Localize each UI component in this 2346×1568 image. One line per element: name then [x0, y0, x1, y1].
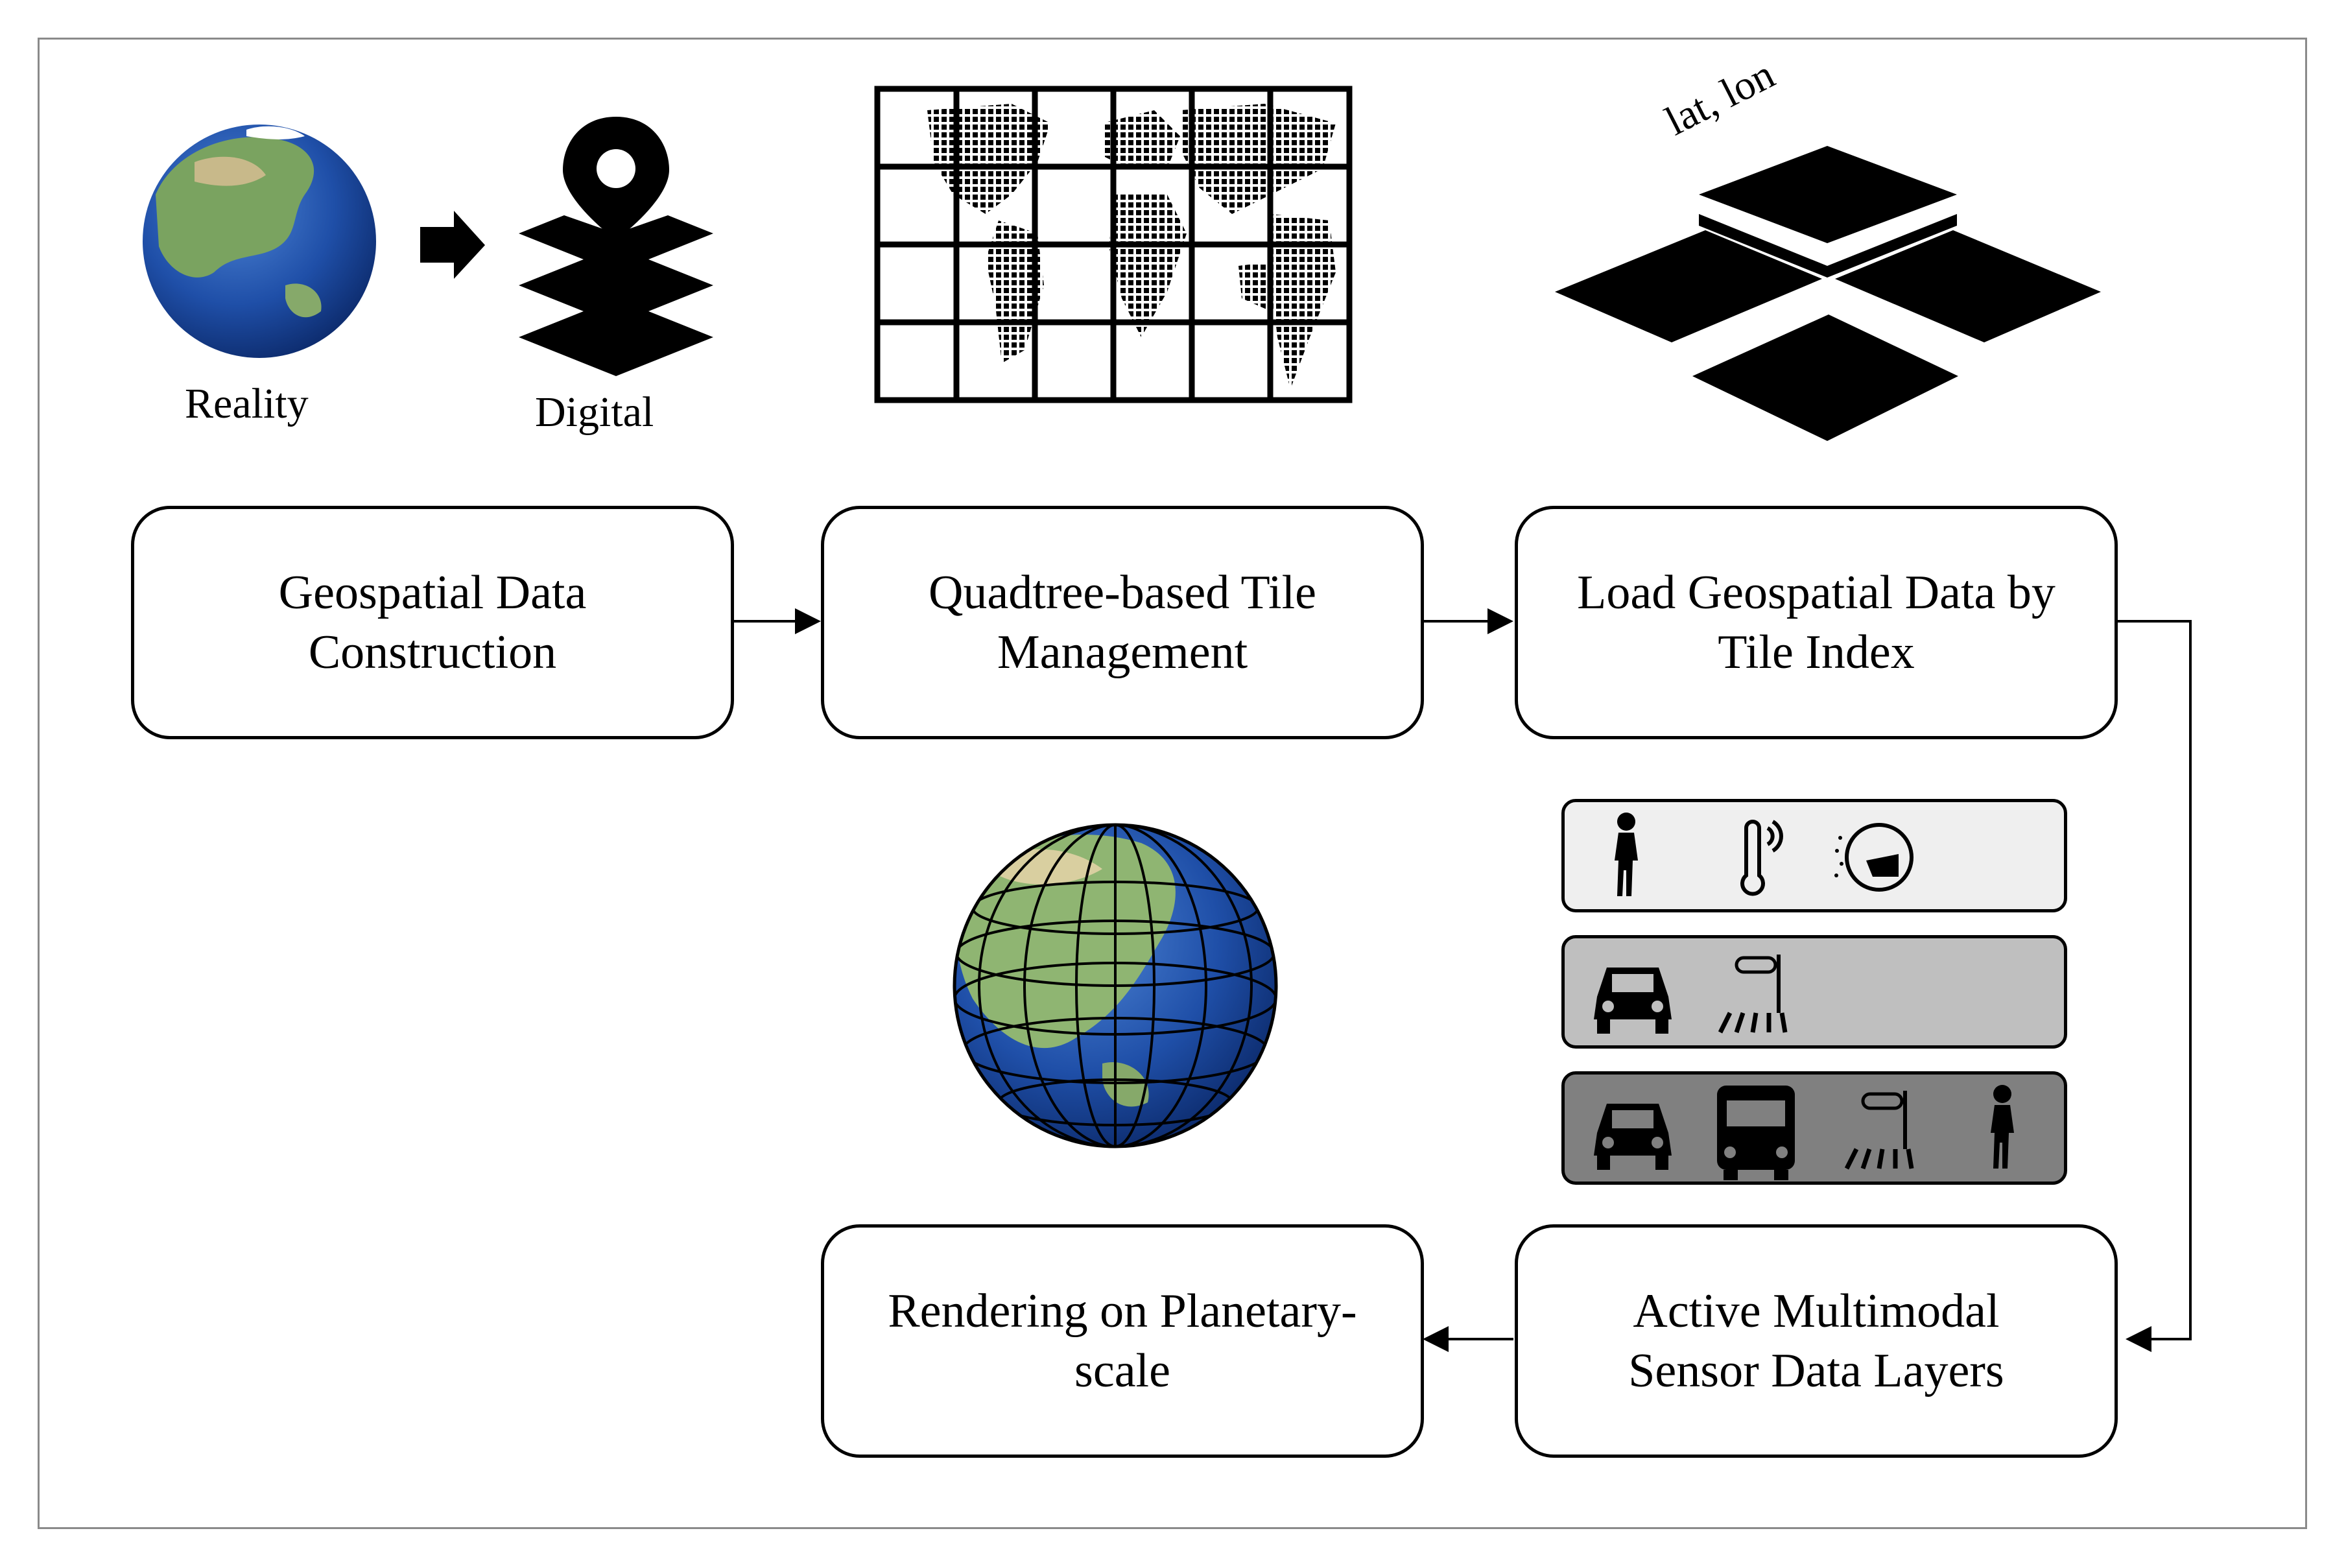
- digital-label: Digital: [535, 388, 654, 436]
- sensor-panel-pedestrian-environment: [1561, 799, 2067, 912]
- pedestrian-icon: [1615, 813, 1638, 896]
- car-icon: [1594, 968, 1672, 1034]
- digital-layers-pin-icon: [519, 117, 713, 376]
- connector-3-4: [2115, 620, 2192, 1352]
- figure-frame: [38, 38, 2307, 1529]
- earth-globe-icon: [143, 125, 376, 358]
- traffic-light-crosswalk-icon: [1844, 1091, 1914, 1170]
- sensor-panel-vehicle-traffic: [1561, 935, 2067, 1049]
- pedestrian-icon: [1991, 1085, 2014, 1169]
- node-line: Management: [997, 626, 1248, 679]
- thermometer-icon: [1740, 820, 1783, 896]
- world-tile-grid-icon: [874, 86, 1353, 403]
- load-by-tile-index-box: Load Geospatial Data by Tile Index: [1515, 506, 2118, 739]
- node-line: Active Multimodal: [1633, 1285, 2000, 1338]
- node-line: Rendering on Planetary-: [888, 1285, 1357, 1338]
- mask-person-icon: [1834, 823, 1914, 892]
- quadtree-tiles-icon: [1555, 146, 2101, 441]
- transform-arrow-icon: [420, 211, 485, 279]
- bus-icon: [1717, 1086, 1795, 1180]
- planetary-grid-globe-icon: [953, 823, 1278, 1148]
- car-icon: [1594, 1104, 1672, 1170]
- sensor-data-layers-box: Active Multimodal Sensor Data Layers: [1515, 1224, 2118, 1458]
- node-line: Construction: [308, 626, 557, 679]
- rendering-planetary-scale-box: Rendering on Planetary- scale: [821, 1224, 1424, 1458]
- geospatial-data-construction-box: Geospatial Data Construction: [131, 506, 734, 739]
- node-line: Tile Index: [1718, 626, 1915, 679]
- node-line: Quadtree-based Tile: [928, 566, 1317, 619]
- quadtree-tile-management-box: Quadtree-based Tile Management: [821, 506, 1424, 739]
- sensor-panel-mixed-mobility: [1561, 1071, 2067, 1185]
- node-line: Geospatial Data: [278, 566, 587, 619]
- traffic-light-crosswalk-icon: [1718, 955, 1788, 1034]
- node-line: Load Geospatial Data by: [1577, 566, 2056, 619]
- node-line: scale: [1074, 1344, 1170, 1397]
- node-line: Sensor Data Layers: [1628, 1344, 2004, 1397]
- reality-label: Reality: [185, 380, 309, 427]
